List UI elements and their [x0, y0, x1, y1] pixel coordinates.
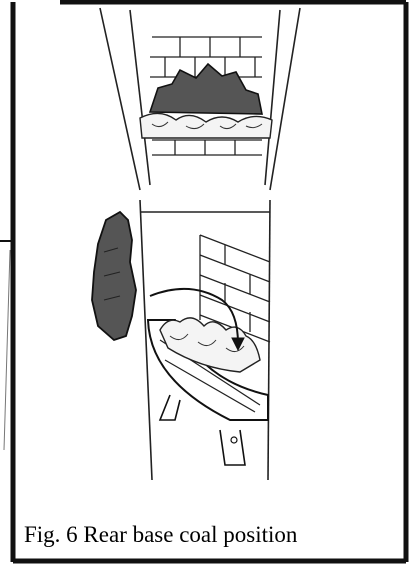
- rear-coal-upper: [150, 64, 262, 114]
- left-edge-line: [4, 250, 10, 450]
- coal-bed-upper: [140, 113, 272, 138]
- rear-base-coal: [92, 212, 136, 340]
- figure-caption: Fig. 6 Rear base coal position: [24, 522, 297, 548]
